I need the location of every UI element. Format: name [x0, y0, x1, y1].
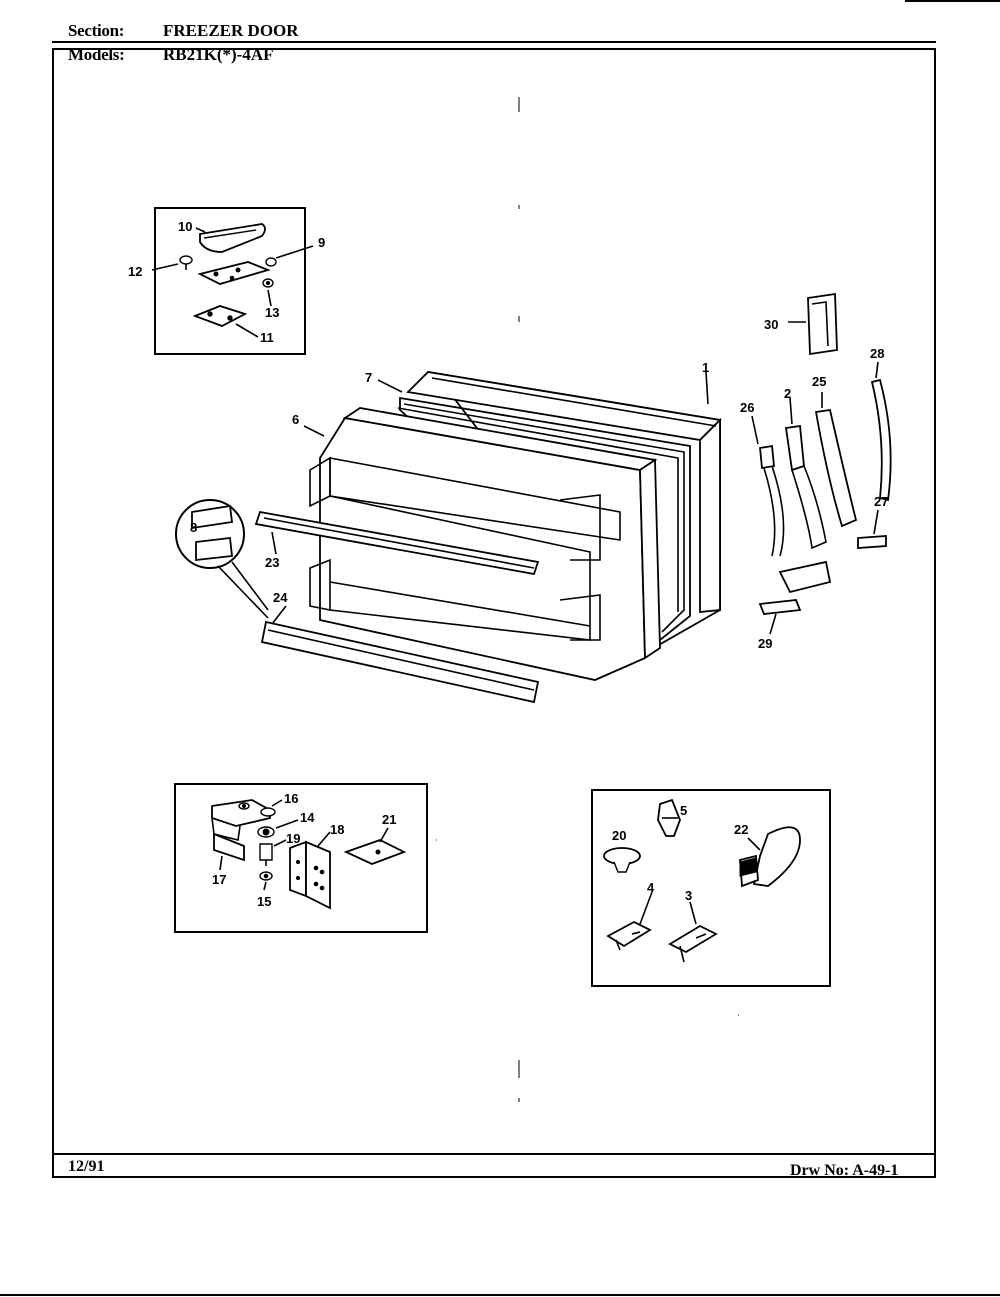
- inset-box-hardware: [591, 789, 831, 987]
- header-rule: [52, 41, 936, 43]
- callout-28: 28: [870, 346, 884, 361]
- drawing-frame: [52, 48, 936, 1178]
- callout-7: 7: [365, 370, 372, 385]
- callout-17: 17: [212, 872, 226, 887]
- callout-21: 21: [382, 812, 396, 827]
- callout-30: 30: [764, 317, 778, 332]
- page-top-rule: [905, 0, 1000, 2]
- callout-19: 19: [286, 831, 300, 846]
- right-side-parts: [751, 292, 892, 635]
- section-title: FREEZER DOOR: [163, 21, 299, 41]
- callout-13: 13: [265, 305, 279, 320]
- callout-26: 26: [740, 400, 754, 415]
- callout-22: 22: [734, 822, 748, 837]
- callout-8: 8: [190, 520, 197, 535]
- shelf-bar-lower: [260, 620, 540, 704]
- inset-box-hinge-bottom: [174, 783, 428, 933]
- section-value: FREEZER DOOR: [163, 21, 299, 40]
- callout-16: 16: [284, 791, 298, 806]
- section-heading: Section:: [68, 21, 124, 41]
- main-callout-leaders: [271, 371, 709, 625]
- callout-23: 23: [265, 555, 279, 570]
- callout-labels: 1 2 3 4 5 6 7 8 9 10 11 12 13 14 15 16 1…: [128, 219, 888, 909]
- callout-18: 18: [330, 822, 344, 837]
- callout-12: 12: [128, 264, 142, 279]
- callout-6: 6: [292, 412, 299, 427]
- callout-25: 25: [812, 374, 826, 389]
- door-gasket: [397, 396, 691, 642]
- callout-20: 20: [612, 828, 626, 843]
- callout-2: 2: [784, 386, 791, 401]
- callout-10: 10: [178, 219, 192, 234]
- callout-27: 27: [874, 494, 888, 509]
- callout-14: 14: [300, 810, 315, 825]
- callout-15: 15: [257, 894, 271, 909]
- footer-drawing-number: Drw No: A-49-1: [790, 1162, 899, 1179]
- callout-9: 9: [318, 235, 325, 250]
- callout-4: 4: [647, 880, 655, 895]
- inner-door-liner: [309, 407, 661, 681]
- callout-3: 3: [685, 888, 692, 903]
- callout-5: 5: [680, 803, 687, 818]
- inset-box-hinge-top: [151, 207, 314, 355]
- page-bottom-rule: [0, 1294, 1000, 1296]
- callout-1: 1: [702, 360, 709, 375]
- footer-rule: [52, 1153, 936, 1155]
- callout-29: 29: [758, 636, 772, 651]
- shelf-bar-upper: [254, 510, 540, 576]
- callout-24: 24: [273, 590, 288, 605]
- footer-date: 12/91: [68, 1158, 105, 1175]
- center-guide-marks: [436, 97, 739, 1102]
- detail-circle-8: [175, 499, 269, 619]
- callout-11: 11: [260, 330, 274, 345]
- section-label: Section:: [68, 21, 125, 40]
